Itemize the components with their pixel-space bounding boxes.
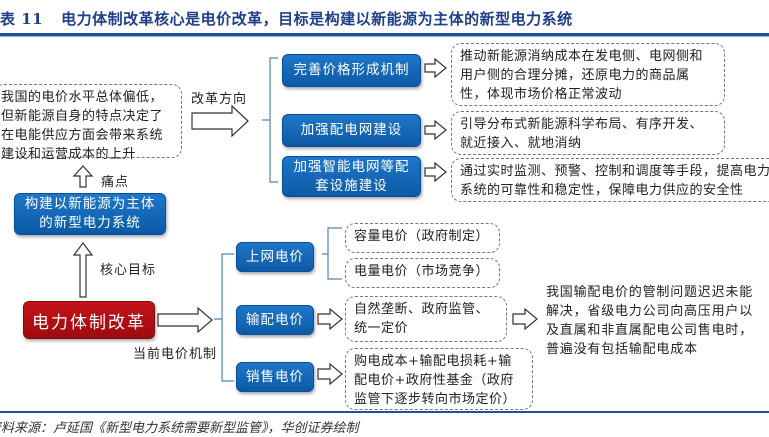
- mechanism-sales-price: 销售电价: [236, 362, 314, 392]
- problem-text: 我国输配电价的管制问题迟迟未能解决，省级电力公司向高压用户以及直属和非直属配电公…: [546, 285, 754, 357]
- arrow-to-desc-2: [424, 119, 447, 141]
- direction-desc-2: 引导分布式新能源科学布局、有序开发、就近接入、就地消纳: [451, 111, 725, 155]
- core-goal-arrow: [72, 242, 94, 298]
- transmission-desc-box: 自然垄断、政府监管、统一定价: [345, 296, 507, 342]
- direction-desc-3: 通过实时监测、预警、控制和调度等手段，提高电力系统的可靠性和稳定性，保障电力供应…: [451, 158, 769, 202]
- direction-smart-grid: 加强智能电网等配 套设施建设: [282, 156, 421, 197]
- arrow-to-transmission-desc: [317, 307, 343, 331]
- top-rule: [0, 33, 769, 37]
- arrow-to-problem: [512, 307, 538, 331]
- direction-price-mechanism: 完善价格形成机制: [282, 54, 421, 87]
- grid-price-bracket: [322, 227, 342, 280]
- current-mechanism-arrow: [157, 306, 213, 334]
- pain-point-box: 我国的电价水平总体偏低，但新能源自身的特点决定了在电能供应方面会带来系统建设和运…: [0, 84, 182, 162]
- current-mechanism-label: 当前电价机制: [133, 347, 218, 362]
- directions-bracket: [262, 57, 278, 183]
- pain-point-label: 痛点: [101, 175, 130, 190]
- mechanism-transmission-price: 输配电价: [236, 305, 314, 335]
- energy-price-box: 电量电价（市场竞争）: [345, 258, 500, 288]
- goal-box: 构建以新能源为主体 的新型电力系统: [14, 193, 166, 235]
- direction-distribution-network: 加强配电网建设: [282, 114, 421, 147]
- pain-point-arrow: [72, 165, 94, 188]
- capacity-price-box: 容量电价（政府制定）: [345, 223, 500, 253]
- source-note: 资料来源：卢延国《新型电力系统需要新型监管》，华创证券绘制: [0, 421, 359, 436]
- reform-direction-label: 改革方向: [191, 92, 248, 107]
- arrow-to-sales-desc: [317, 362, 343, 386]
- mechanism-grid-price: 上网电价: [236, 242, 314, 272]
- reform-direction-arrow: [191, 104, 249, 138]
- mechanisms-bracket: [214, 253, 234, 382]
- arrow-to-desc-3: [424, 161, 447, 183]
- reform-box: 电力体制改革: [23, 301, 155, 339]
- direction-desc-1: 推动新能源消纳成本在发电侧、电网侧和用户侧的合理分摊，还原电力的商品属性，体现市…: [451, 43, 725, 106]
- core-goal-label: 核心目标: [100, 263, 157, 278]
- arrow-to-desc-1: [424, 57, 447, 79]
- bottom-rule: [0, 411, 769, 413]
- sales-desc-box: 购电成本+输配电损耗+输配电价+政府性基金（政府监管下逐步转向市场定价）: [345, 348, 533, 410]
